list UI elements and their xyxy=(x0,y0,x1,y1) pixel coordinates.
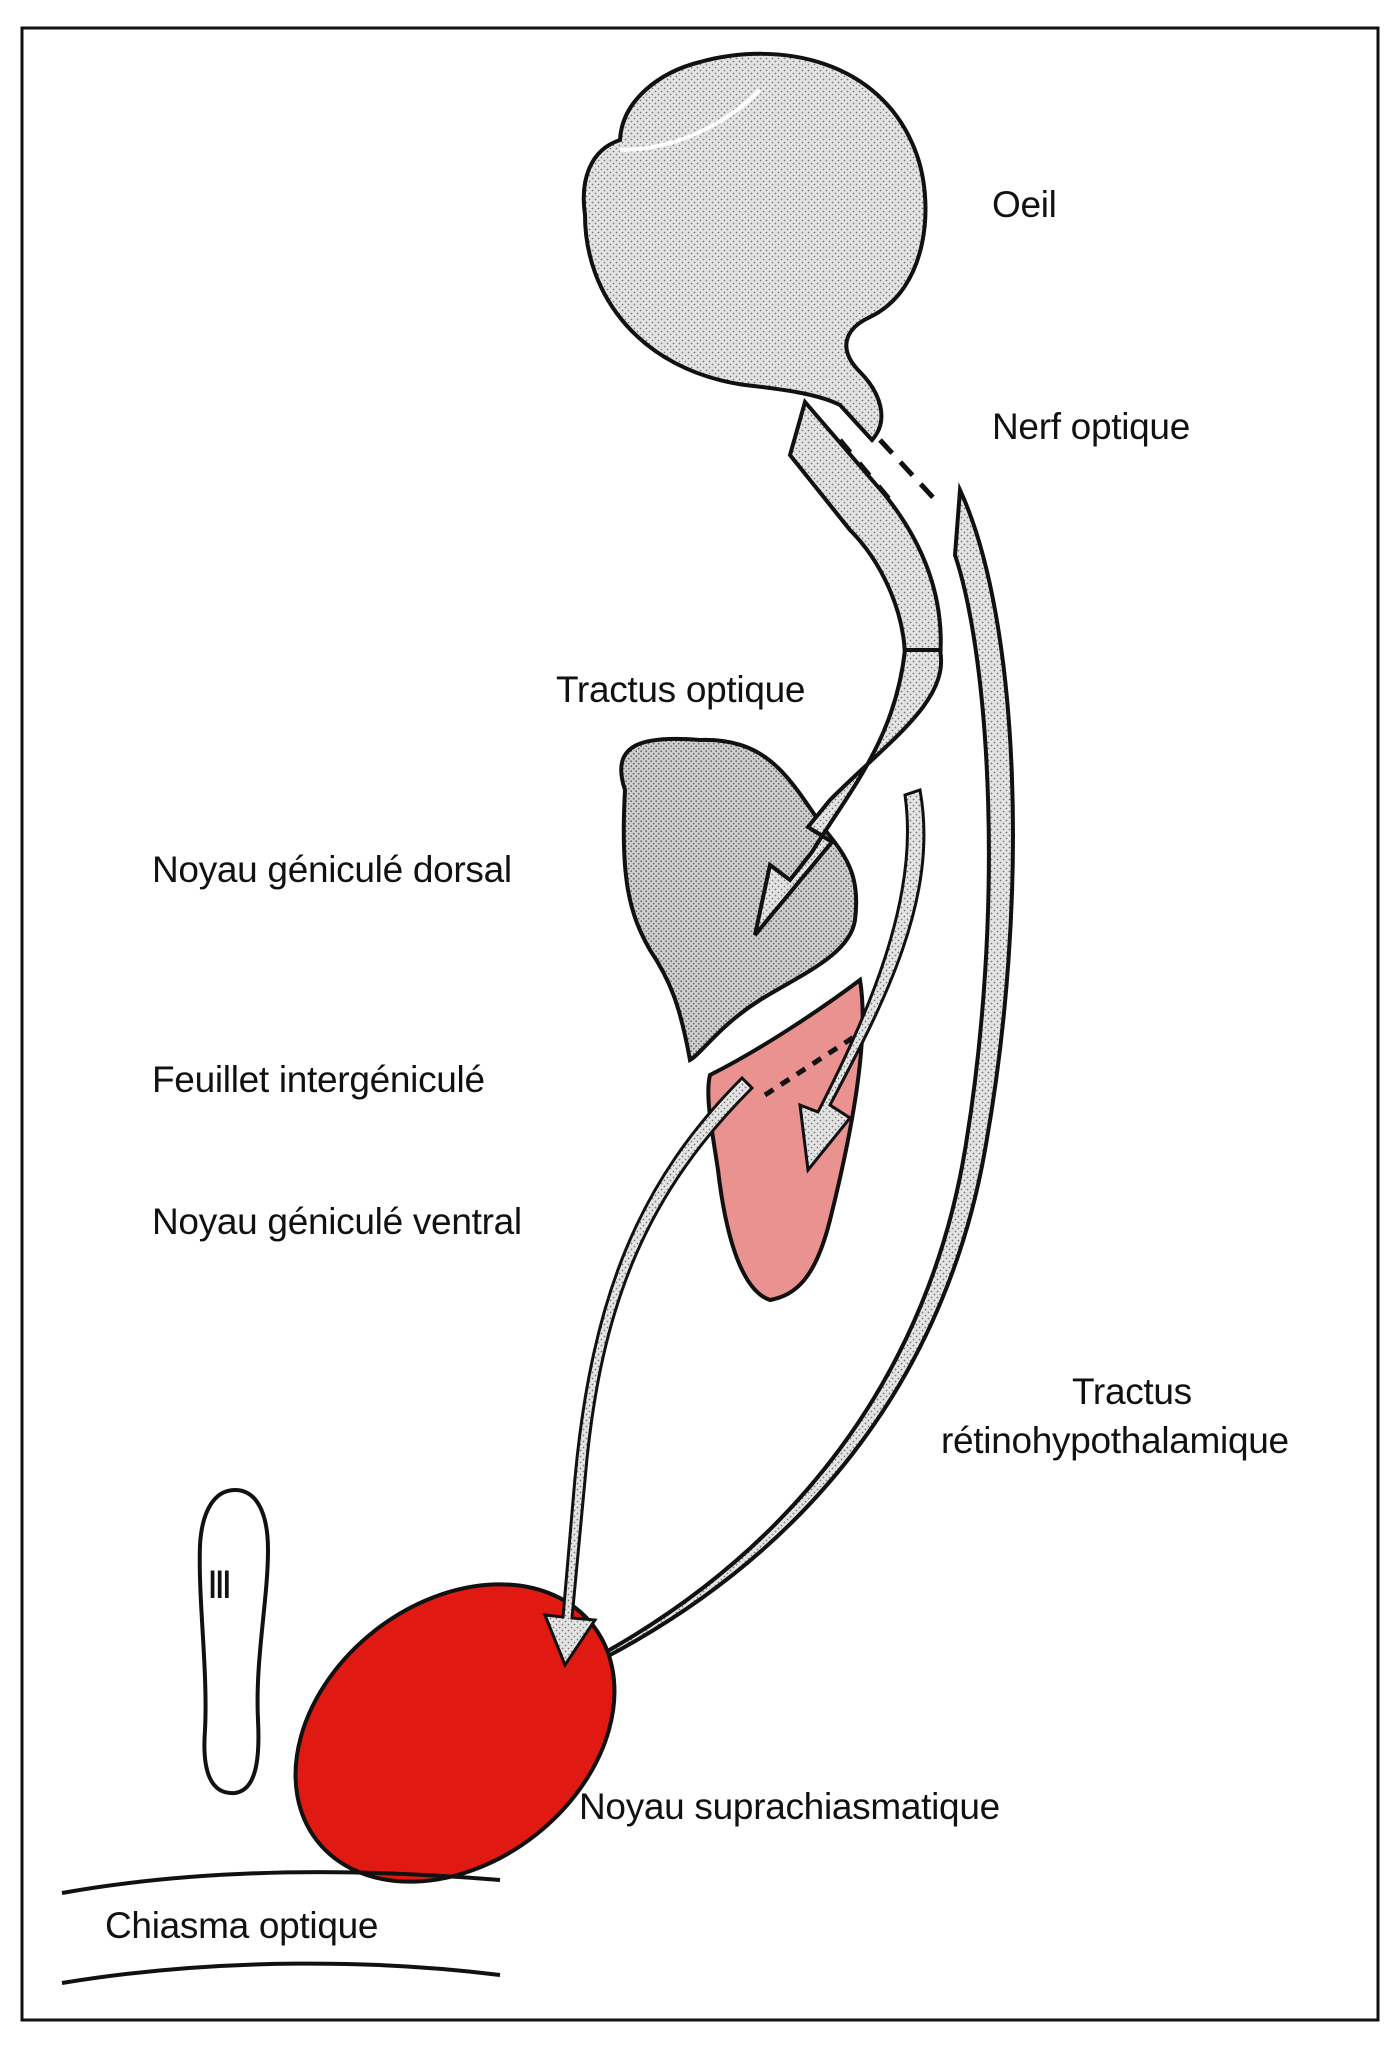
label-feuillet-intergeniculé: Feuillet intergéniculé xyxy=(152,1059,485,1100)
noyau-geniculé-ventral-shape xyxy=(706,976,865,1303)
noyau-suprachiasmatique-shape xyxy=(293,1582,617,1884)
label-nerf-optique: Nerf optique xyxy=(992,406,1190,447)
label-noyau-geniculé-ventral: Noyau géniculé ventral xyxy=(152,1201,522,1242)
tractus-optique-arrow xyxy=(753,648,944,937)
optic-nerve-dash-left xyxy=(838,438,892,502)
figure-frame xyxy=(20,26,1380,2022)
eye-highlight xyxy=(619,88,762,152)
label-oeil: Oeil xyxy=(992,184,1057,225)
label-tractus-optique: Tractus optique xyxy=(556,669,806,710)
third-ventricle-shape xyxy=(197,1487,271,1796)
arrow-to-ventral xyxy=(798,788,926,1174)
label-noyau-geniculé-dorsal: Noyau géniculé dorsal xyxy=(152,849,512,890)
eye-shape xyxy=(581,51,928,443)
chiasma-upper-line xyxy=(61,1870,501,1895)
chiasma-lower-line xyxy=(61,1961,501,1985)
label-tractus-retino-line1: Tractus xyxy=(1072,1371,1192,1412)
label-tractus-retino-line2: rétinohypothalamique xyxy=(941,1420,1289,1461)
arrow-ig-to-scn xyxy=(542,1075,755,1669)
optic-nerve xyxy=(787,397,943,662)
optic-nerve-dash xyxy=(878,438,942,507)
label-noyau-suprachiasmatique: Noyau suprachiasmatique xyxy=(579,1786,1000,1827)
label-chiasma-optique: Chiasma optique xyxy=(105,1905,379,1946)
third-ventricle-label: III xyxy=(207,1563,229,1607)
noyau-geniculé-dorsal-shape xyxy=(619,736,859,1063)
